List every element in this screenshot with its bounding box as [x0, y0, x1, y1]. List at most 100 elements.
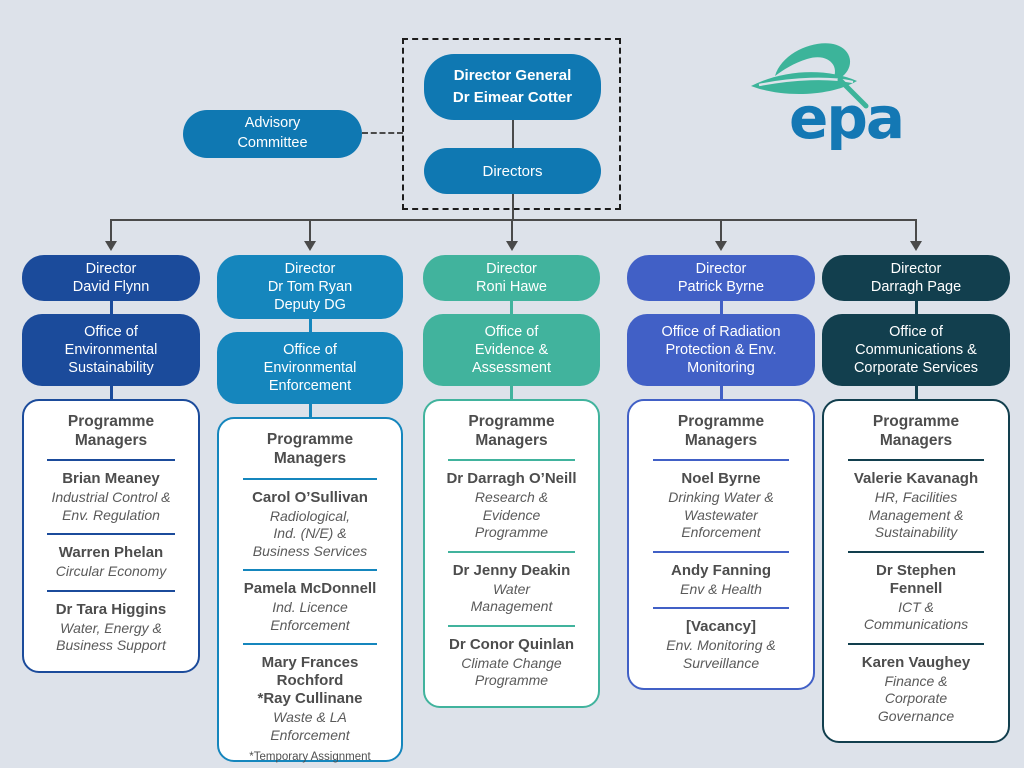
arrow-down-icon [910, 241, 922, 251]
manager-divider [242, 477, 378, 480]
connector-horizontal [111, 219, 917, 221]
manager-role: ICT & Communications [863, 598, 969, 633]
programme-managers-title: Programme Managers [67, 413, 155, 449]
manager-role: Research & Evidence Programme [474, 489, 549, 541]
org-column-5: Director Darragh Page Office of Communic… [822, 255, 1010, 744]
manager-entry: Warren Phelan Circular Economy [29, 544, 193, 581]
programme-managers-card: Programme Managers Noel Byrne Drinking W… [627, 399, 815, 691]
director-general-box: Director General Dr Eimear Cotter [424, 54, 601, 120]
manager-entry: Dr Conor Quinlan Climate Change Programm… [430, 636, 593, 690]
manager-name: Dr Darragh O’Neill [446, 470, 577, 488]
manager-divider [447, 550, 576, 553]
connector-office-managers [308, 404, 312, 418]
manager-role: Water, Energy & Business Support [56, 619, 166, 654]
manager-name: [Vacancy] [685, 618, 757, 636]
director-box: Director Roni Hawe [423, 255, 600, 302]
manager-entry: Dr Darragh O’Neill Research & Evidence P… [430, 470, 593, 542]
manager-divider [242, 643, 378, 646]
manager-name: Dr Tara Higgins [55, 600, 167, 618]
temporary-assignment-footnote: *Temporary Assignment [249, 751, 371, 763]
manager-name: Andy Fanning [671, 561, 771, 579]
manager-entry: Pamela McDonnell Ind. Licence Enforcemen… [224, 580, 396, 634]
manager-divider [848, 459, 984, 462]
manager-divider [653, 459, 789, 462]
manager-entry: Dr Stephen Fennell ICT & Communications [829, 562, 1003, 634]
manager-divider [447, 459, 576, 462]
manager-divider [848, 642, 984, 645]
manager-name: Karen Vaughey [861, 653, 971, 671]
manager-entry: Mary Frances Rochford *Ray Cullinane Was… [224, 654, 396, 744]
connector-director-office [914, 301, 918, 315]
connector-stub-2 [309, 219, 311, 242]
manager-role: HR, Facilities Management & Sustainabili… [868, 489, 964, 541]
manager-divider [447, 624, 576, 627]
manager-divider [848, 550, 984, 553]
director-box: Director Dr Tom Ryan Deputy DG [217, 255, 403, 320]
connector-stub-4 [720, 219, 722, 242]
manager-role: Industrial Control & Env. Regulation [51, 489, 171, 523]
connector-advisory-dashed [362, 132, 403, 134]
office-box: Office of Evidence & Assessment [423, 314, 600, 387]
manager-divider [47, 459, 175, 462]
org-column-1: Director David Flynn Office of Environme… [22, 255, 200, 673]
manager-name: Dr Jenny Deakin [452, 561, 571, 579]
executive-dashed-frame [402, 38, 621, 210]
manager-name: Warren Phelan [58, 544, 164, 562]
manager-name: Pamela McDonnell [243, 580, 377, 598]
manager-role: Circular Economy [55, 563, 167, 580]
programme-managers-card: Programme Managers Brian Meaney Industri… [22, 399, 200, 673]
manager-divider [653, 607, 789, 610]
programme-managers-title: Programme Managers [468, 413, 555, 449]
office-box: Office of Environmental Enforcement [217, 332, 403, 405]
arrow-down-icon [506, 241, 518, 251]
programme-managers-title: Programme Managers [677, 413, 765, 449]
org-column-2: Director Dr Tom Ryan Deputy DG Office of… [217, 255, 403, 763]
connector-stub-1 [110, 219, 112, 242]
manager-divider [242, 569, 378, 572]
epa-logo-graphic: epa [751, 43, 905, 152]
programme-managers-card: Programme Managers Dr Darragh O’Neill Re… [423, 399, 600, 708]
manager-name: Carol O’Sullivan [252, 488, 368, 506]
connector-director-office [109, 301, 113, 315]
manager-name: Mary Frances Rochford *Ray Cullinane [257, 654, 363, 708]
manager-entry: Valerie Kavanagh HR, Facilities Manageme… [829, 470, 1003, 542]
connector-office-managers [719, 386, 723, 400]
programme-managers-card: Programme Managers Carol O’Sullivan Radi… [217, 417, 403, 763]
connector-director-office [308, 319, 312, 333]
manager-role: Water Management [470, 580, 553, 615]
manager-role: Climate Change Programme [461, 654, 562, 689]
connector-office-managers [510, 386, 513, 400]
org-column-3: Director Roni Hawe Office of Evidence & … [423, 255, 600, 708]
manager-name: Valerie Kavanagh [853, 470, 979, 488]
manager-role: Env & Health [680, 580, 762, 597]
org-column-4: Director Patrick Byrne Office of Radiati… [627, 255, 815, 691]
connector-director-office [510, 301, 513, 315]
manager-name: Dr Conor Quinlan [449, 635, 574, 653]
programme-managers-title: Programme Managers [266, 431, 354, 467]
leaf-stem [837, 77, 869, 109]
office-box: Office of Communications & Corporate Ser… [822, 314, 1010, 387]
manager-name: Brian Meaney [62, 470, 160, 488]
manager-role: Finance & Corporate Governance [877, 672, 955, 724]
manager-role: Drinking Water & Wastewater Enforcement [668, 489, 774, 541]
office-box: Office of Environmental Sustainability [22, 314, 200, 387]
manager-name: Noel Byrne [681, 470, 761, 488]
manager-role: Waste & LA Enforcement [270, 709, 350, 743]
connector-office-managers [914, 386, 918, 400]
manager-entry: Karen Vaughey Finance & Corporate Govern… [829, 654, 1003, 726]
director-box: Director David Flynn [22, 255, 200, 302]
manager-name: Dr Stephen Fennell [875, 561, 956, 597]
manager-role: Ind. Licence Enforcement [270, 599, 350, 633]
manager-role: Radiological, Ind. (N/E) & Business Serv… [252, 507, 368, 559]
leaf-icon [751, 72, 857, 95]
leaf-vein [758, 77, 854, 87]
director-box: Director Patrick Byrne [627, 255, 815, 302]
manager-entry: Noel Byrne Drinking Water & Wastewater E… [634, 470, 808, 542]
connector-stub-3 [511, 219, 513, 242]
leaf-swoosh-icon [775, 43, 851, 81]
manager-role: Env. Monitoring & Surveillance [666, 637, 776, 671]
manager-divider [47, 533, 175, 536]
connector-stub-5 [915, 219, 917, 242]
connector-directors-down [512, 194, 514, 220]
